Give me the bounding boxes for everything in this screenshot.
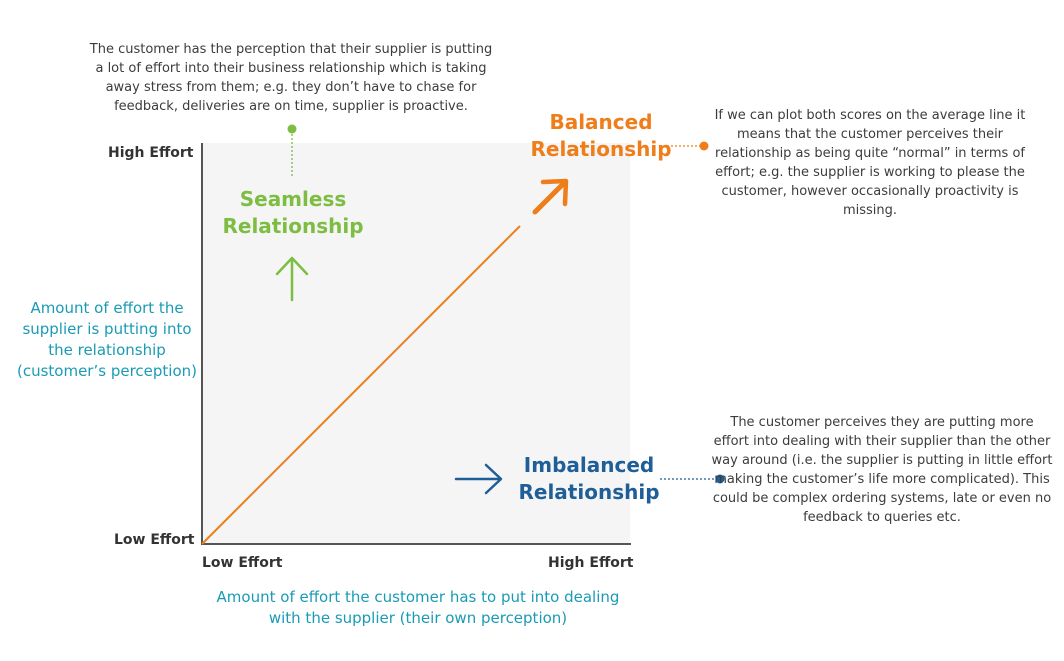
x-axis-title-line1: Amount of effort the customer has to put… — [216, 588, 620, 606]
y-axis-title-line2: supplier is putting into — [22, 320, 192, 338]
y-axis-title: Amount of effort the supplier is putting… — [14, 298, 200, 382]
y-axis-low-label: Low Effort — [114, 532, 195, 548]
x-axis-low-label: Low Effort — [202, 555, 283, 571]
imbalanced-label-line1: Imbalanced — [523, 453, 655, 477]
seamless-label-line1: Seamless — [239, 187, 347, 211]
average-line — [201, 225, 521, 545]
seamless-connector — [287, 124, 297, 177]
imbalanced-note: The customer perceives they are putting … — [711, 415, 1053, 525]
balanced-note: If we can plot both scores on the averag… — [714, 108, 1026, 218]
y-axis-high-label: High Effort — [108, 145, 194, 161]
y-axis-title-line3: the relationship — [48, 341, 166, 359]
balanced-label: Balanced Relationship — [520, 109, 682, 163]
balanced-connector — [663, 141, 709, 151]
plot-area — [202, 143, 630, 543]
x-axis-title-line2: with the supplier (their own perception) — [268, 609, 568, 627]
seamless-label: Seamless Relationship — [212, 186, 374, 240]
x-axis-high-label: High Effort — [548, 555, 634, 571]
imbalanced-label: Imbalanced Relationship — [508, 452, 670, 506]
y-axis-title-line4: (customer’s perception) — [16, 362, 197, 380]
seamless-note: The customer has the perception that the… — [89, 42, 493, 114]
up-arrow-icon — [275, 256, 309, 302]
y-axis-title-line1: Amount of effort the — [30, 299, 184, 317]
balanced-label-line1: Balanced — [549, 110, 653, 134]
seamless-label-line2: Relationship — [222, 214, 364, 238]
imbalanced-connector — [660, 474, 725, 484]
balanced-label-line2: Relationship — [530, 137, 672, 161]
diagonal-arrow-icon — [532, 178, 569, 215]
x-axis-title: Amount of effort the customer has to put… — [196, 587, 640, 629]
imbalanced-label-line2: Relationship — [518, 480, 660, 504]
right-arrow-icon — [454, 463, 503, 495]
